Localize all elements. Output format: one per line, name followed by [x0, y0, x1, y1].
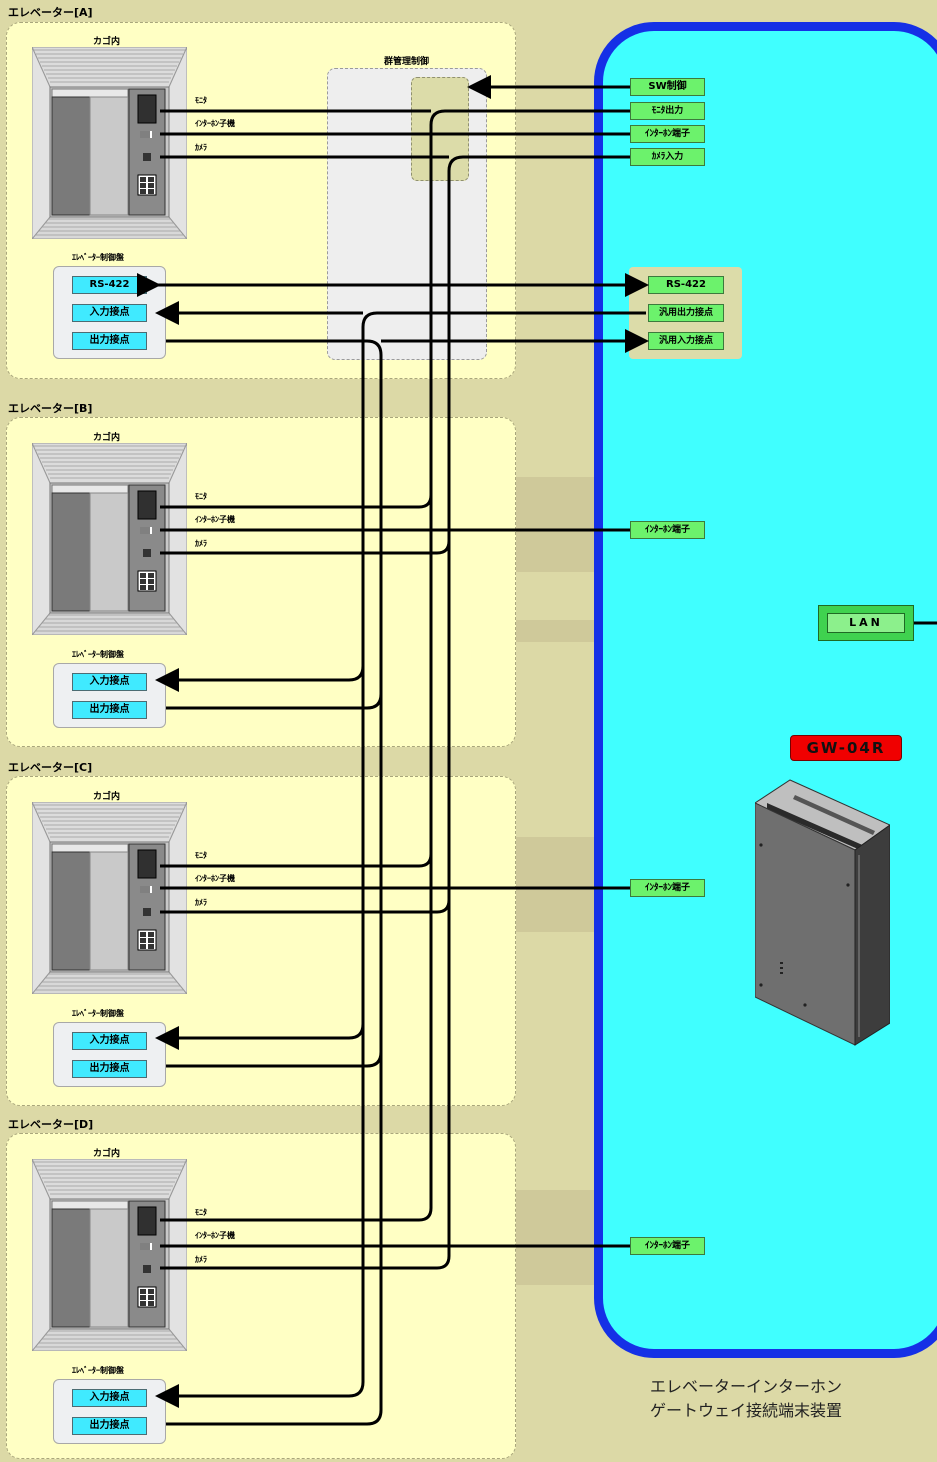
wire: [155, 665, 365, 692]
gateway-title-line1: エレベーターインターホン: [650, 1377, 843, 1396]
cab-signal-c-2: ｶﾒﾗ: [195, 898, 207, 907]
group-control-inner: [411, 77, 469, 181]
panel-button-b-0[interactable]: 入力接点: [72, 673, 147, 691]
elevator-cab-b: [32, 443, 187, 635]
lan-port[interactable]: LAN: [818, 605, 914, 641]
cab-signal-d-2: ｶﾒﾗ: [195, 1255, 207, 1264]
cab-signal-b-1: ｲﾝﾀｰﾎﾝ子機: [195, 515, 235, 524]
control-panel-label-a: ｴﾚﾍﾞｰﾀｰ制御盤: [72, 253, 124, 262]
group-control-label: 群管理制御: [384, 57, 430, 67]
wire: [160, 494, 433, 509]
gateway-body: [594, 22, 937, 1358]
port-intercom-c[interactable]: ｲﾝﾀｰﾎﾝ端子: [630, 879, 705, 897]
panel-button-d-1[interactable]: 出力接点: [72, 1417, 147, 1435]
port-intercom-a[interactable]: ｲﾝﾀｰﾎﾝ端子: [630, 125, 705, 143]
cab-signal-b-0: ﾓﾆﾀ: [195, 492, 207, 501]
wire: [160, 899, 451, 914]
port-intercom-b[interactable]: ｲﾝﾀｰﾎﾝ端子: [630, 521, 705, 539]
wire: [166, 1051, 383, 1068]
panel-button-b-1[interactable]: 出力接点: [72, 701, 147, 719]
cab-label-d: カゴ内: [93, 1149, 121, 1159]
bg-stripe: [516, 837, 594, 932]
wire: [155, 311, 646, 1408]
cab-label-b: カゴ内: [93, 433, 121, 443]
port-rs422[interactable]: RS-422: [648, 276, 724, 294]
wire: [160, 853, 433, 868]
panel-button-c-1[interactable]: 出力接点: [72, 1060, 147, 1078]
control-panel-label-c: ｴﾚﾍﾞｰﾀｰ制御盤: [72, 1009, 124, 1018]
elevator-a-title: エレベーター[A]: [8, 6, 93, 19]
cab-signal-b-2: ｶﾒﾗ: [195, 539, 207, 548]
control-panel-label-d: ｴﾚﾍﾞｰﾀｰ制御盤: [72, 1366, 124, 1375]
wire: [160, 109, 630, 1222]
elevator-cab-c: [32, 802, 187, 994]
cab-signal-d-0: ﾓﾆﾀ: [195, 1208, 207, 1217]
cab-signal-a-0: ﾓﾆﾀ: [195, 96, 207, 105]
elevator-cab-d: [32, 1159, 187, 1351]
panel-button-a-1[interactable]: 入力接点: [72, 304, 147, 322]
elevator-d-title: エレベーター[D]: [8, 1118, 94, 1131]
bg-stripe: [516, 477, 594, 572]
model-badge: GW-04R: [790, 735, 902, 761]
port-camera-in[interactable]: ｶﾒﾗ入力: [630, 148, 705, 166]
wire: [166, 693, 383, 710]
cab-signal-c-1: ｲﾝﾀｰﾎﾝ子機: [195, 874, 235, 883]
cab-label-c: カゴ内: [93, 792, 121, 802]
cab-signal-c-0: ﾓﾆﾀ: [195, 851, 207, 860]
cab-label-a: カゴ内: [93, 37, 121, 47]
cab-signal-a-2: ｶﾒﾗ: [195, 143, 207, 152]
port-intercom-d[interactable]: ｲﾝﾀｰﾎﾝ端子: [630, 1237, 705, 1255]
elevator-cab-a: [32, 47, 187, 239]
wire: [166, 339, 383, 1426]
gateway-device-image: [755, 779, 890, 1046]
cab-signal-a-1: ｲﾝﾀｰﾎﾝ子機: [195, 119, 235, 128]
gateway-title-line2: ゲートウェイ接続端末装置: [650, 1401, 843, 1420]
wire: [155, 1023, 365, 1050]
cab-signal-d-1: ｲﾝﾀｰﾎﾝ子機: [195, 1231, 235, 1240]
bg-stripe: [516, 620, 594, 642]
panel-button-d-0[interactable]: 入力接点: [72, 1389, 147, 1407]
wire: [160, 540, 451, 555]
port-general-out[interactable]: 汎用出力接点: [648, 304, 724, 322]
elevator-b-title: エレベーター[B]: [8, 402, 93, 415]
panel-button-a-0[interactable]: RS-422: [72, 276, 147, 294]
elevator-c-title: エレベーター[C]: [8, 761, 93, 774]
control-panel-label-b: ｴﾚﾍﾞｰﾀｰ制御盤: [72, 650, 124, 659]
port-general-in[interactable]: 汎用入力接点: [648, 332, 724, 350]
panel-button-c-0[interactable]: 入力接点: [72, 1032, 147, 1050]
wire: [160, 155, 630, 1270]
port-monitor-out[interactable]: ﾓﾆﾀ出力: [630, 102, 705, 120]
port-sw-control[interactable]: SW制御: [630, 78, 705, 96]
panel-button-a-2[interactable]: 出力接点: [72, 332, 147, 350]
lan-label: LAN: [827, 613, 905, 633]
bg-stripe: [516, 1190, 594, 1285]
